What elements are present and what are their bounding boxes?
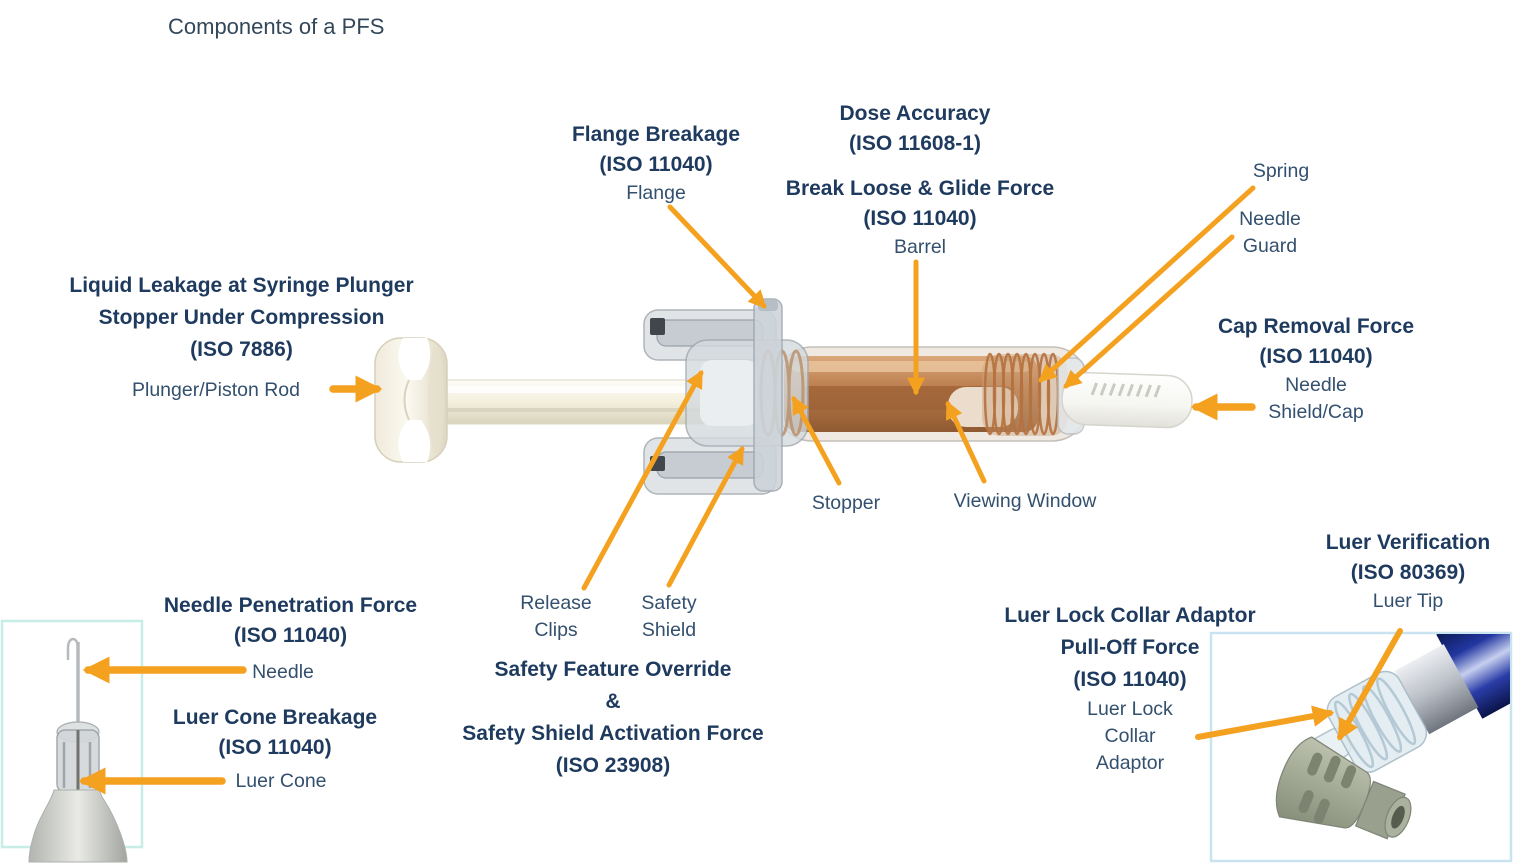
plunger-thumb-rest	[374, 337, 448, 463]
needle-hub-skirt	[28, 789, 128, 863]
syringe-photo	[374, 298, 1193, 495]
tip-cap	[1275, 736, 1412, 840]
annotation-break-loose-iso: (ISO 11040)	[863, 207, 977, 230]
luer-cone-part	[56, 729, 100, 793]
annotation-dose-accuracy: Dose Accuracy (ISO 11608-1)	[775, 99, 1055, 159]
annotation-dose-title: Dose Accuracy	[839, 102, 991, 125]
annotation-cap-removal-iso: (ISO 11040)	[1259, 345, 1373, 368]
annotation-luer-lock-title2: Pull-Off Force	[1060, 636, 1200, 659]
annotation-cap-removal: Cap Removal Force (ISO 11040) Needle Shi…	[1186, 312, 1446, 426]
annotation-luer-lock-part2: Collar	[1104, 725, 1156, 747]
annotation-viewing-window-part: Viewing Window	[953, 490, 1097, 512]
annotation-break-loose: Break Loose & Glide Force (ISO 11040) Ba…	[760, 174, 1080, 261]
annotation-safety-feature-line3: Safety Shield Activation Force	[462, 722, 764, 745]
annotation-needle-part: Needle	[252, 661, 314, 683]
annotation-luer-lock-iso: (ISO 11040)	[1073, 668, 1187, 691]
annotation-luer-cone-breakage: Luer Cone Breakage (ISO 11040)	[125, 703, 425, 763]
annotation-cap-removal-part2: Shield/Cap	[1268, 401, 1364, 423]
annotation-luer-cone-part: Luer Cone	[235, 770, 327, 792]
annotation-flange-part: Flange	[626, 182, 686, 204]
silver-band	[1394, 644, 1479, 735]
annotation-needle-penetration-title: Needle Penetration Force	[163, 594, 418, 617]
annotation-stopper-part: Stopper	[811, 492, 881, 514]
annotation-needle-guard-line1: Needle	[1239, 208, 1301, 230]
annotation-luer-lock-part3: Adaptor	[1095, 752, 1165, 774]
needle-photo	[0, 619, 144, 863]
annotation-flange: Flange Breakage (ISO 11040) Flange	[516, 120, 796, 207]
annotation-luer-cone-breakage-iso: (ISO 11040)	[218, 736, 332, 759]
annotation-luer-cone-breakage-title: Luer Cone Breakage	[172, 706, 378, 729]
annotation-needle-penetration: Needle Penetration Force (ISO 11040)	[148, 591, 433, 651]
annotation-break-loose-part: Barrel	[893, 236, 947, 258]
annotation-luer-verification: Luer Verification (ISO 80369) Luer Tip	[1298, 528, 1518, 615]
annotation-dose-iso: (ISO 11608-1)	[849, 132, 981, 155]
needle-shield-cap	[1061, 371, 1193, 429]
annotation-safety-shield-line2: Shield	[641, 619, 697, 641]
annotation-safety-feature-line2: &	[605, 690, 621, 713]
annotation-luer-cone: Luer Cone	[221, 768, 341, 795]
annotation-liquid-leakage: Liquid Leakage at Syringe Plunger Stoppe…	[39, 270, 444, 366]
annotation-spring: Spring	[1221, 158, 1341, 185]
annotation-break-loose-title: Break Loose & Glide Force	[785, 177, 1055, 200]
annotation-flange-iso: (ISO 11040)	[599, 153, 713, 176]
annotation-spring-part: Spring	[1252, 160, 1310, 182]
annotation-flange-title: Flange Breakage	[571, 123, 741, 146]
barrel	[775, 346, 1089, 442]
annotation-release-clips-line2: Clips	[534, 619, 578, 641]
annotation-luer-lock-title1: Luer Lock Collar Adaptor	[1004, 604, 1256, 627]
safety-body	[685, 339, 809, 447]
annotation-luer-verification-iso: (ISO 80369)	[1350, 561, 1466, 584]
annotation-plunger-rod: Plunger/Piston Rod	[106, 377, 326, 404]
annotation-liquid-leakage-line2: Stopper Under Compression	[98, 306, 385, 329]
annotation-needle-penetration-iso: (ISO 11040)	[233, 624, 348, 647]
annotation-needle-guard: Needle Guard	[1210, 206, 1330, 260]
annotation-luer-lock-collar: Luer Lock Collar Adaptor Pull-Off Force …	[978, 600, 1282, 777]
annotation-safety-shield-line1: Safety	[641, 592, 697, 614]
annotation-luer-lock-part1: Luer Lock	[1087, 698, 1173, 720]
annotation-cap-removal-part1: Needle	[1285, 374, 1347, 396]
annotation-luer-verification-title: Luer Verification	[1325, 531, 1491, 554]
annotation-needle: Needle	[233, 659, 333, 686]
annotation-needle-guard-line2: Guard	[1242, 235, 1298, 257]
annotation-plunger-rod-part: Plunger/Piston Rod	[131, 379, 301, 401]
annotation-release-clips: Release Clips	[504, 590, 608, 644]
annotation-stopper: Stopper	[786, 490, 906, 517]
annotation-safety-feature-line1: Safety Feature Override	[494, 658, 732, 681]
annotation-liquid-leakage-line1: Liquid Leakage at Syringe Plunger	[69, 274, 414, 297]
annotation-liquid-leakage-iso: (ISO 7886)	[190, 338, 293, 361]
annotation-safety-feature: Safety Feature Override & Safety Shield …	[443, 654, 783, 782]
annotation-release-clips-line1: Release	[520, 592, 592, 614]
plunger-rod	[439, 379, 709, 425]
annotation-viewing-window: Viewing Window	[925, 488, 1125, 515]
annotation-cap-removal-title: Cap Removal Force	[1217, 315, 1415, 338]
annotation-luer-verification-part: Luer Tip	[1372, 590, 1444, 612]
annotation-safety-shield: Safety Shield	[617, 590, 721, 644]
annotation-safety-feature-iso: (ISO 23908)	[555, 754, 671, 777]
page-title: Components of a PFS	[168, 14, 385, 39]
flange-part	[753, 298, 783, 492]
spring-coil	[982, 352, 1068, 436]
